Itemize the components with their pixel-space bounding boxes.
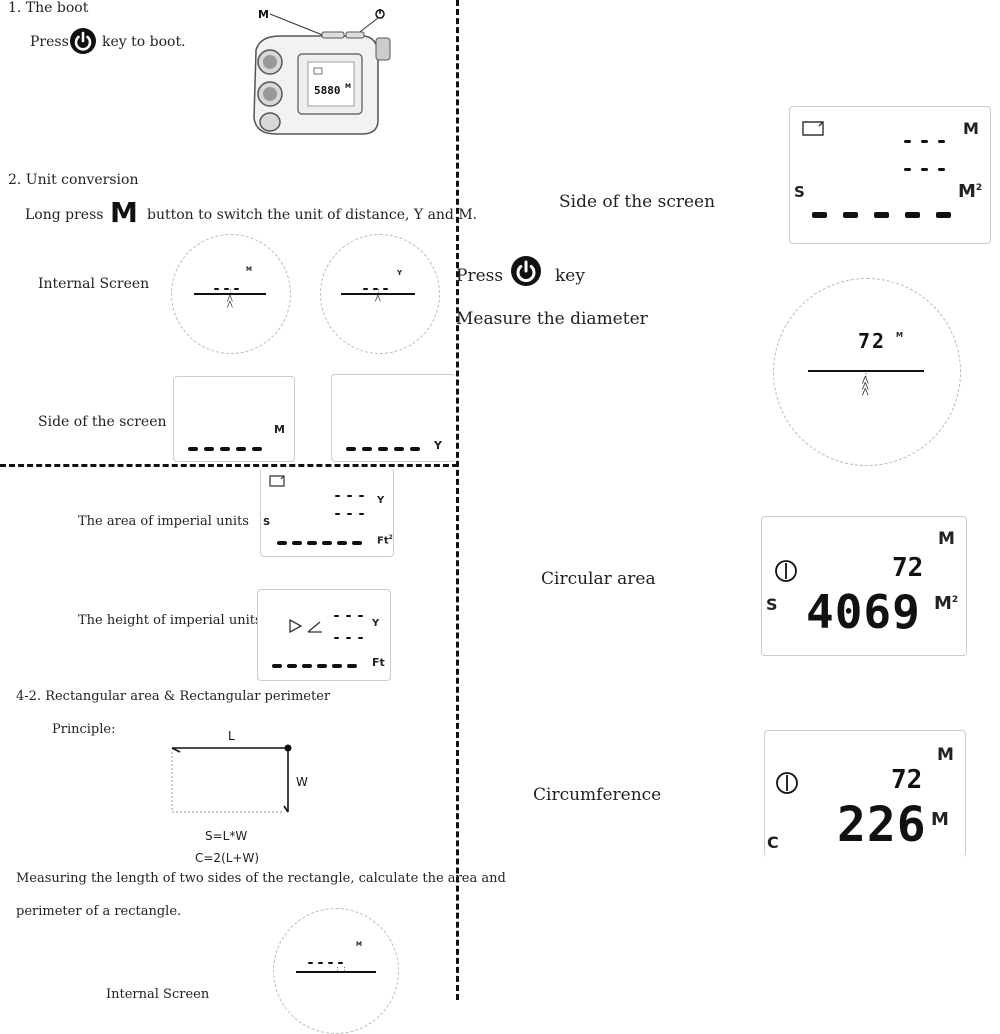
circle-mode-icon — [775, 560, 797, 582]
circular-area-m: M — [938, 529, 955, 549]
side-screen-m: M — [173, 376, 295, 462]
unit-conversion-title: 2. Unit conversion — [8, 172, 139, 188]
right-press-text: Press — [456, 266, 504, 286]
vertical-divider — [456, 0, 459, 1000]
circular-area-value: 4069 — [806, 585, 921, 639]
circular-area-label: Circular area — [541, 569, 656, 589]
circumference-c: C — [767, 833, 779, 852]
right-side-m: M — [963, 119, 979, 138]
circumference-screen: M 72 C 226 M — [764, 730, 966, 857]
imperial-height-unit: Ft — [372, 656, 385, 669]
rangefinder-device-icon: M 5880 M — [253, 8, 391, 135]
right-side-screen-label: Side of the screen — [559, 192, 716, 212]
circular-area-unit: M2 — [934, 593, 959, 614]
circular-area-diameter: 72 — [892, 553, 924, 583]
rect-description-line2: perimeter of a rectangle. — [16, 904, 182, 919]
rectangle-diagram: L W — [171, 729, 308, 813]
circular-area-s: S — [766, 595, 778, 614]
unit-conversion-instruction: button to switch the unit of distance, Y… — [147, 207, 478, 223]
side-unit-m: M — [274, 423, 285, 436]
side-screen-label: Side of the screen — [38, 414, 167, 430]
device-unit: M — [345, 83, 351, 90]
height-mode-icon — [289, 618, 322, 634]
right-rectangle-mode-icon — [802, 121, 824, 136]
imperial-area-y: Y — [377, 495, 385, 506]
boot-title: 1. The boot — [8, 0, 89, 16]
imperial-area-s: S — [263, 517, 271, 528]
diameter-internal-screen: 72 M ⋮⋀⋀⋀ — [773, 278, 961, 466]
circumference-mode-icon — [776, 772, 798, 794]
side-screen-y: Y — [331, 374, 456, 462]
right-power-icon — [511, 256, 541, 286]
circumference-label: Circumference — [533, 785, 662, 805]
device-reading: 5880 — [314, 84, 341, 97]
diameter-unit: M — [896, 331, 903, 339]
imperial-height-label: The height of imperial units — [78, 613, 262, 628]
internal-screen-m: M ⋮⋀⋀ — [171, 234, 291, 354]
rect-title: 4-2. Rectangular area & Rectangular peri… — [16, 689, 331, 704]
long-press-text: Long press — [25, 207, 104, 223]
boot-key-text: key to boot. — [102, 34, 186, 50]
horizontal-divider — [0, 464, 458, 467]
internal-screen-label: Internal Screen — [38, 276, 150, 292]
right-side-m2: M2 — [958, 181, 983, 202]
circumference-diameter: 72 — [891, 765, 923, 795]
formula-perimeter: C=2(L+W) — [195, 851, 260, 865]
circumference-unit: M — [931, 809, 949, 830]
internal-unit-m: M — [246, 266, 252, 273]
m-key-icon: M — [110, 196, 138, 229]
internal-unit-y: Y — [397, 269, 403, 277]
right-key-text: key — [555, 266, 585, 286]
principle-label: Principle: — [52, 722, 116, 737]
power-icon — [70, 28, 96, 54]
side-unit-y: Y — [434, 439, 442, 452]
measure-diameter-label: Measure the diameter — [456, 309, 648, 329]
boot-press-text: Press — [30, 34, 69, 50]
rect-internal-unit: M — [356, 941, 362, 948]
diagram-w-label: W — [296, 775, 308, 789]
diagram-l-label: L — [228, 729, 235, 743]
right-side-s: S — [794, 183, 805, 201]
circumference-value: 226 — [837, 797, 927, 853]
rectangle-mode-icon — [269, 475, 285, 487]
rect-internal-screen-label: Internal Screen — [106, 987, 210, 1002]
imperial-area-unit: Ft2 — [377, 534, 393, 547]
imperial-height-screen: Y Ft — [257, 589, 391, 681]
internal-screen-y: Y ⋮⋀ — [320, 234, 440, 354]
rect-internal-screen: M ⋮⋮ — [273, 908, 399, 1034]
circular-area-screen: M 72 S 4069 M2 — [761, 516, 967, 656]
imperial-height-y: Y — [372, 618, 380, 629]
imperial-area-label: The area of imperial units — [78, 514, 249, 529]
diameter-value: 72 — [858, 329, 887, 353]
rect-description-line1: Measuring the length of two sides of the… — [16, 871, 506, 886]
device-m-label: M — [258, 8, 269, 21]
imperial-area-screen: Y S Ft2 — [260, 468, 394, 557]
formula-area: S=L*W — [205, 829, 248, 843]
right-side-screen: M S M2 — [789, 106, 991, 244]
circumference-m-top: M — [937, 745, 954, 765]
